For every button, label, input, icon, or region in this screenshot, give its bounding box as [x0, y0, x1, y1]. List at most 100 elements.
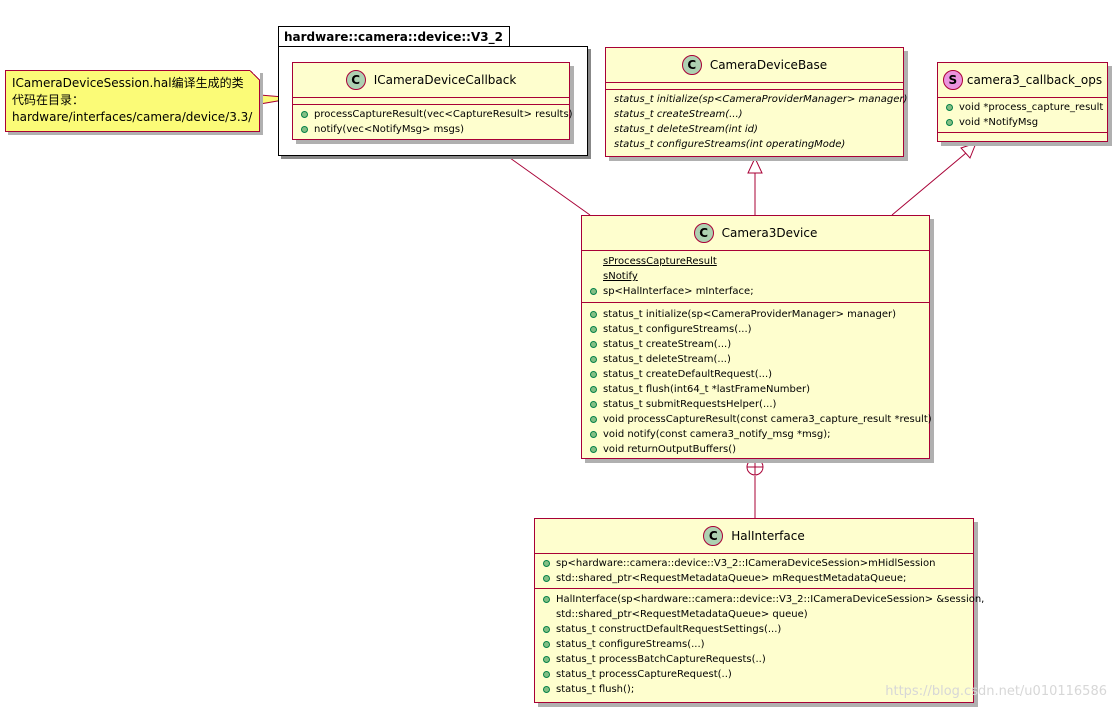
method: status_t processBatchCaptureRequests(..) [535, 652, 973, 667]
field: sp<hardware::camera::device::V3_2::ICame… [535, 556, 973, 571]
struct-badge-icon: S [942, 70, 963, 90]
method: processCaptureResult(vec<CaptureResult> … [293, 107, 573, 122]
class-camera3device: C Camera3Device sProcessCaptureResult sN… [581, 215, 932, 461]
method: void processCaptureResult(const camera3_… [582, 412, 932, 427]
class-separator [582, 302, 929, 303]
note: ICameraDeviceSession.hal编译生成的类 代码在目录： ha… [5, 70, 260, 132]
public-icon [301, 111, 308, 118]
method-section: HalInterface(sp<hardware::camera::device… [535, 589, 984, 700]
public-icon [590, 446, 597, 453]
class-header: C ICameraDeviceCallback [293, 63, 569, 97]
public-icon [590, 326, 597, 333]
class-header: C Camera3Device [582, 216, 929, 250]
public-icon [543, 575, 550, 582]
method: status_t processCaptureRequest(..) [535, 667, 973, 682]
class-icameradevicecallback: C ICameraDeviceCallback processCaptureRe… [292, 62, 573, 140]
method-section: status_t initialize(sp<CameraProviderMan… [606, 90, 908, 154]
method: status_t submitRequestsHelper(...) [582, 397, 929, 412]
method-section: processCaptureResult(vec<CaptureResult> … [293, 105, 573, 139]
method: status_t constructDefaultRequestSettings… [535, 622, 973, 637]
field-section: sp<hardware::camera::device::V3_2::ICame… [535, 554, 973, 588]
class-badge-icon: C [681, 55, 702, 75]
package-tab: hardware::camera::device::V3_2 [278, 26, 510, 46]
field: void *process_capture_result [938, 100, 1107, 115]
class-name: camera3_callback_ops [966, 73, 1103, 87]
public-icon [301, 126, 308, 133]
class-separator [938, 97, 1107, 98]
class-badge-icon: C [345, 70, 366, 90]
class-halinterface: C HalInterface sp<hardware::camera::devi… [534, 518, 984, 703]
method: status_t deleteStream(...) [582, 352, 929, 367]
class-name: CameraDeviceBase [709, 58, 828, 72]
note-fold [250, 70, 260, 80]
method: notify(vec<NotifyMsg> msgs) [293, 122, 569, 137]
field: void *NotifyMsg [938, 115, 1107, 130]
public-icon [590, 341, 597, 348]
package-name: hardware::camera::device::V3_2 [284, 30, 503, 44]
public-icon [543, 671, 550, 678]
inherit-line-ops [891, 152, 967, 216]
public-icon [590, 401, 597, 408]
method: status_t flush(); [535, 682, 973, 697]
field: std::shared_ptr<RequestMetadataQueue> mR… [535, 571, 973, 586]
class-badge-icon: C [703, 526, 724, 546]
struct-camera3-callback-ops: S camera3_callback_ops void *process_cap… [937, 62, 1108, 142]
public-icon [543, 686, 550, 693]
class-separator [293, 97, 569, 98]
method: void returnOutputBuffers() [582, 442, 929, 457]
inherit-arrow-ops [960, 142, 977, 159]
public-icon [543, 596, 550, 603]
watermark: https://blog.csdn.net/u010116586 [885, 684, 1107, 699]
public-icon [590, 356, 597, 363]
class-separator [938, 132, 1107, 133]
method: status_t initialize(sp<CameraProviderMan… [614, 94, 908, 105]
inherit-line-callback [495, 147, 591, 216]
method: status_t configureStreams(...) [582, 322, 929, 337]
note-line-3: hardware/interfaces/camera/device/3.3/ [12, 110, 253, 124]
class-badge-icon: C [693, 223, 714, 243]
note-line-2: 代码在目录： [12, 93, 85, 107]
field: sp<HalInterface> mInterface; [582, 284, 929, 299]
class-header: C CameraDeviceBase [606, 48, 903, 82]
note-line-1: ICameraDeviceSession.hal编译生成的类 [12, 76, 244, 90]
method-section [938, 133, 1107, 139]
method-continuation: std::shared_ptr<RequestMetadataQueue> qu… [556, 609, 808, 620]
method: void notify(const camera3_notify_msg *ms… [582, 427, 929, 442]
method-section: status_t initialize(sp<CameraProviderMan… [582, 303, 932, 461]
method: status_t createStream(...) [614, 109, 743, 120]
class-cameradevicebase: C CameraDeviceBase status_t initialize(s… [605, 47, 908, 157]
public-icon [590, 386, 597, 393]
public-icon [590, 416, 597, 423]
class-separator [582, 250, 929, 251]
class-separator [293, 104, 569, 105]
public-icon [590, 288, 597, 295]
method: status_t configureStreams(...) [535, 637, 973, 652]
class-header: S camera3_callback_ops [938, 63, 1107, 97]
class-separator [535, 553, 973, 554]
public-icon [946, 104, 953, 111]
class-name: ICameraDeviceCallback [373, 73, 517, 87]
class-separator [606, 89, 903, 90]
static-field: sNotify [603, 271, 638, 282]
method: status_t configureStreams(int operatingM… [614, 139, 846, 150]
public-icon [590, 431, 597, 438]
class-separator [535, 588, 973, 589]
method: status_t createStream(...) [582, 337, 929, 352]
class-name: HalInterface [731, 529, 805, 543]
field-section: void *process_capture_result void *Notif… [938, 98, 1107, 132]
method: status_t deleteStream(int id) [614, 124, 758, 135]
class-separator [606, 82, 903, 83]
public-icon [590, 371, 597, 378]
public-icon [590, 311, 597, 318]
public-icon [946, 119, 953, 126]
static-field: sProcessCaptureResult [603, 256, 717, 267]
field-section: sProcessCaptureResult sNotify sp<HalInte… [582, 251, 929, 302]
public-icon [543, 626, 550, 633]
class-header: C HalInterface [535, 519, 973, 553]
class-name: Camera3Device [721, 226, 818, 240]
public-icon [543, 656, 550, 663]
method: status_t flush(int64_t *lastFrameNumber) [582, 382, 929, 397]
method: HalInterface(sp<hardware::camera::device… [535, 592, 984, 607]
public-icon [543, 641, 550, 648]
inherit-arrow-base [747, 156, 763, 174]
